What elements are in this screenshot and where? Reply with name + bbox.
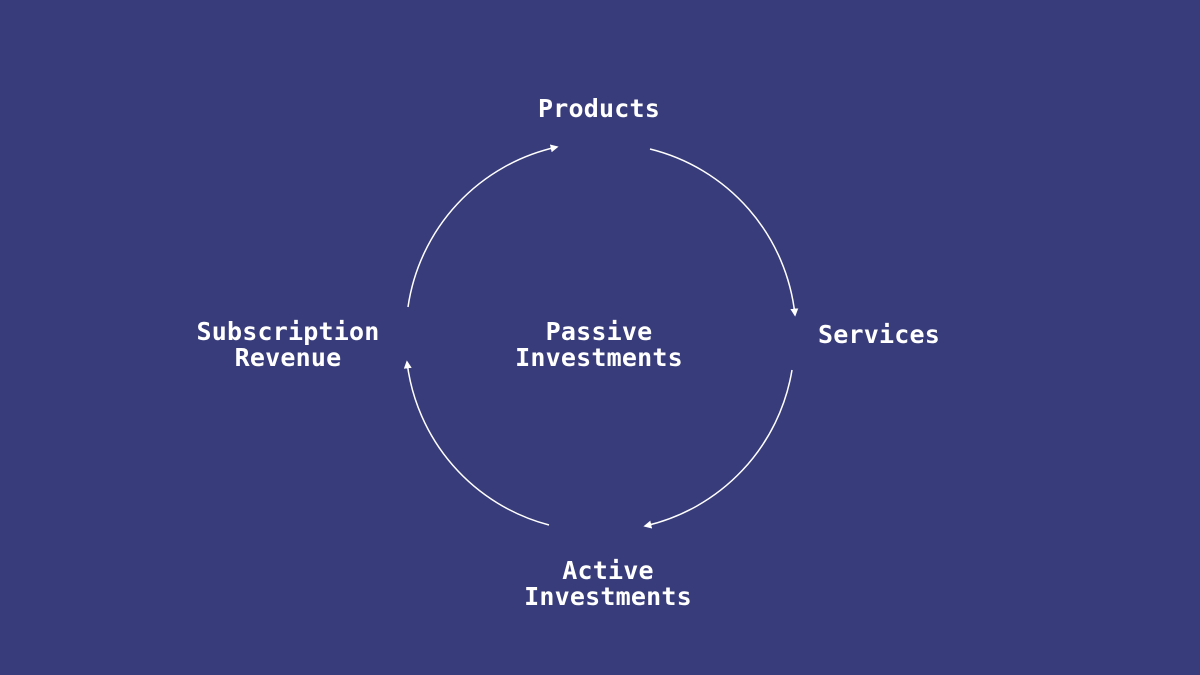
center-label-line2: Investments	[515, 343, 683, 372]
arrow-subscription-to-products	[407, 144, 559, 308]
node-products: Products	[538, 96, 660, 122]
node-subscription-label-line1: Subscription	[196, 317, 380, 346]
center-label-line1: Passive	[545, 317, 653, 346]
node-services-label: Services	[817, 320, 941, 349]
node-active-label-line2: Investments	[524, 582, 692, 611]
node-services: Services	[818, 322, 940, 348]
node-active-investments: Active Investments	[524, 558, 692, 610]
arrow-services-to-active	[643, 369, 793, 529]
arrow-products-to-services	[649, 148, 799, 317]
node-subscription-revenue: Subscription Revenue	[196, 319, 379, 371]
node-products-label: Products	[537, 94, 661, 123]
node-active-label-line1: Active	[562, 556, 654, 585]
arrow-active-to-subscription	[403, 360, 550, 526]
node-subscription-label-line2: Revenue	[234, 343, 342, 372]
center-passive-investments: Passive Investments	[515, 319, 683, 371]
